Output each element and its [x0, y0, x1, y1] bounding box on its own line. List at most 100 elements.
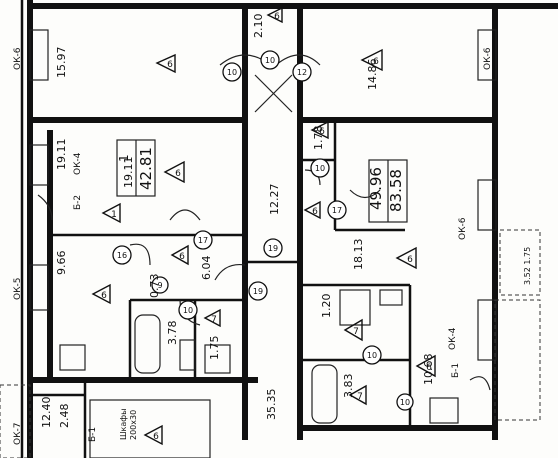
triangle-number: 6: [274, 12, 280, 22]
area-label: 35.35: [265, 389, 278, 421]
bathtub-right: [311, 364, 338, 424]
triangle-marker: [266, 6, 283, 24]
area-label: 12.40: [40, 397, 53, 429]
triangle-number: 6: [179, 252, 185, 262]
door-arc-2: [214, 263, 246, 281]
window-left-1: [29, 29, 49, 81]
window-left-3: [29, 264, 49, 311]
window-code: ОК-6: [13, 47, 23, 70]
apartment-3-total-area: 83.58: [387, 169, 405, 212]
circle-number: 10: [265, 56, 275, 65]
triangle-marker: [143, 424, 163, 446]
circle-markers: [112, 50, 414, 411]
bathtub-left: [134, 314, 161, 374]
window-right-3: [477, 299, 497, 361]
circle-number: 17: [198, 236, 208, 245]
vestibule-cross-b: [254, 74, 293, 113]
triangle-number: 6: [426, 363, 432, 373]
triangle-marker: [91, 283, 111, 305]
triangle-number: 7: [211, 315, 217, 325]
circle-marker: [112, 245, 132, 265]
triangle-marker: [395, 246, 417, 270]
area-label: 12.27: [268, 184, 281, 216]
apartment-1-total-area: 42.81: [137, 147, 155, 190]
triangle-number: 6: [373, 57, 379, 67]
area-label: 1.20: [320, 294, 333, 319]
circle-number: 10: [400, 398, 410, 407]
stove-right: [429, 397, 459, 424]
balcony-right-upper: [499, 229, 541, 296]
circle-marker: [178, 300, 198, 320]
area-label: 15.97: [55, 47, 68, 79]
sink-left: [179, 339, 196, 371]
triangle-marker: [101, 202, 121, 224]
triangle-marker: [163, 160, 185, 184]
door-code: Б-1: [451, 363, 461, 378]
bottom-left-room: [89, 399, 211, 458]
area-label: 1.75: [208, 336, 221, 361]
circle-marker: [310, 158, 330, 178]
door-arc-8: [469, 376, 491, 391]
circle-number: 9: [157, 281, 162, 290]
triangle-number: 6: [167, 60, 173, 70]
triangle-marker: [155, 53, 176, 74]
window-right-2: [477, 179, 497, 231]
apartment-1-living-area: 19.11: [122, 157, 135, 189]
triangle-marker: [203, 308, 221, 328]
window-code: ОК-6: [483, 47, 493, 70]
triangle-marker: [348, 384, 367, 406]
circle-marker: [292, 62, 312, 82]
triangle-number: 6: [153, 432, 159, 442]
circle-marker: [362, 345, 382, 365]
circle-marker: [248, 281, 268, 301]
door-arc-1: [169, 209, 201, 221]
triangle-markers: [91, 6, 436, 446]
door-arc-3: [129, 243, 151, 266]
circle-number: 10: [227, 68, 237, 77]
area-label: 14.86: [366, 59, 379, 91]
area-label: 1.78: [312, 126, 325, 151]
door-arc-7: [37, 194, 53, 221]
balcony-right: [494, 299, 541, 421]
circle-marker: [327, 200, 347, 220]
triangle-marker: [303, 200, 321, 220]
triangle-number: 1: [111, 210, 117, 220]
window-code: ОК-5: [13, 278, 23, 300]
circle-number: 19: [253, 287, 263, 296]
circle-number: 12: [297, 68, 307, 77]
bottom-note: Шкафы: [119, 409, 128, 440]
area-label: 2.48: [58, 404, 71, 429]
sink-right: [379, 289, 403, 306]
side-note: 3.52 1.75: [523, 247, 532, 285]
triangle-number: 6: [312, 207, 318, 217]
area-label: 0.73: [148, 274, 161, 299]
circle-marker: [151, 276, 169, 294]
door-code: Б-1: [88, 427, 98, 442]
fixture-kitchen-left: [204, 344, 231, 374]
area-label: 6.04: [200, 256, 213, 281]
triangle-number: 6: [175, 169, 181, 179]
circle-marker: [396, 393, 414, 411]
circle-marker: [260, 50, 280, 70]
door-code: Б-2: [73, 195, 83, 210]
stove-left: [59, 344, 86, 371]
circle-marker: [222, 62, 242, 82]
window-code: ОК-4: [448, 327, 458, 350]
window-right-1: [477, 29, 497, 81]
hatch-bottom-left: [0, 384, 31, 458]
triangle-number: 6: [319, 127, 325, 137]
circle-number: 10: [315, 164, 325, 173]
triangle-number: 7: [353, 327, 359, 337]
circle-number: 17: [332, 206, 342, 215]
circle-marker: [263, 238, 283, 258]
door-arc-top-right: [275, 54, 321, 66]
area-label: 19.11: [55, 139, 68, 171]
toilet-room-fixture: [339, 289, 371, 326]
triangle-marker: [310, 120, 329, 140]
triangle-marker: [415, 354, 436, 378]
circle-number: 19: [268, 244, 278, 253]
window-code: ОК-7: [13, 423, 23, 445]
bottom-note: 200x30: [129, 410, 138, 440]
